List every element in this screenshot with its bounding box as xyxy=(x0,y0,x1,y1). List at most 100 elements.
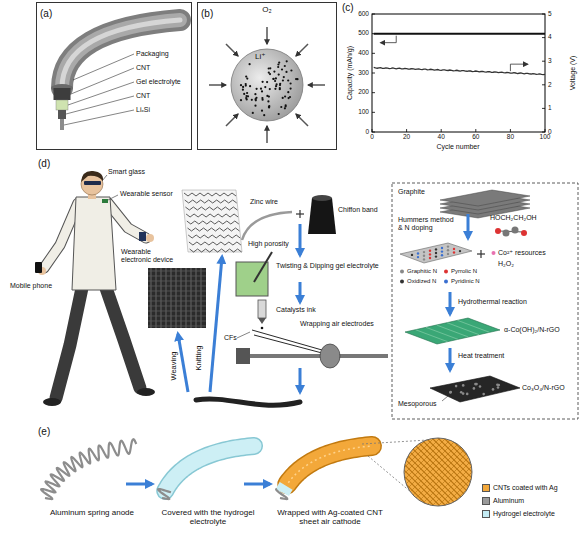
carbon-fiber xyxy=(252,330,322,350)
dopant-dot xyxy=(441,254,443,256)
tick-mark xyxy=(372,14,375,15)
part-label: Twisting & Dipping gel electrolyte xyxy=(276,262,384,270)
carbon-fiber xyxy=(254,335,322,353)
fiber-output xyxy=(196,399,300,405)
dopant-dot xyxy=(429,250,431,252)
oxygen-arrow xyxy=(266,126,268,143)
mesh-line xyxy=(444,432,524,512)
pore xyxy=(479,385,482,388)
axis-title: Capacity (mAh/g) xyxy=(346,46,354,100)
knit-row xyxy=(187,221,239,224)
lithium-dot xyxy=(290,69,292,71)
lithium-dot xyxy=(273,71,275,73)
mesh-line xyxy=(330,432,410,512)
lithium-dot xyxy=(246,92,248,94)
mesh-line xyxy=(456,432,536,512)
warp-thread xyxy=(171,268,172,328)
legend-label: Aluminum xyxy=(493,497,524,505)
spool-top xyxy=(312,195,332,201)
part-label: Wearable sensor xyxy=(120,190,173,198)
lithium-dot xyxy=(243,93,245,95)
torso xyxy=(72,197,116,290)
tick-label: 100 xyxy=(358,109,369,116)
lithium-dot xyxy=(275,85,277,87)
dropper-tip xyxy=(258,318,266,324)
leader-line xyxy=(71,68,134,94)
pore xyxy=(449,391,452,394)
leader-line xyxy=(442,396,448,401)
warp-thread xyxy=(151,268,152,328)
weft-thread xyxy=(148,286,206,287)
warp-thread xyxy=(201,268,202,328)
part-label: Weaving xyxy=(170,351,179,380)
mesh-line xyxy=(408,432,488,512)
dashed-frame xyxy=(392,183,578,419)
panel-box: (a) xyxy=(36,2,192,150)
plot-frame xyxy=(372,14,545,132)
lithium-dot xyxy=(282,97,284,99)
warp-thread xyxy=(161,268,162,328)
mesh-line xyxy=(444,432,524,512)
mesh-line xyxy=(420,432,500,512)
mesh-line xyxy=(360,432,440,512)
lithium-dot xyxy=(254,105,256,107)
mobile-phone xyxy=(35,262,42,273)
tick-mark xyxy=(372,132,375,133)
legend-swatch xyxy=(482,497,490,505)
process-arrow xyxy=(299,282,302,302)
shoe xyxy=(137,388,155,396)
mesh-line xyxy=(384,432,464,512)
leg xyxy=(106,288,140,388)
lithium-dot xyxy=(249,63,251,65)
lithium-dot xyxy=(284,95,286,97)
lithium-dot xyxy=(268,106,270,108)
part-label: Oxidized N xyxy=(407,278,436,285)
weft-thread xyxy=(148,281,206,282)
panel-letter: (c) xyxy=(342,2,354,14)
lithium-dot xyxy=(252,112,254,114)
lithium-dot xyxy=(282,79,284,81)
panel-box: (b) xyxy=(197,2,337,150)
tick-label: 0 xyxy=(370,134,374,141)
weft-thread xyxy=(148,326,206,327)
tick-label: 20 xyxy=(403,134,410,141)
lithium-dot xyxy=(262,81,264,83)
part-label: Graphitic N xyxy=(407,268,437,275)
mesh-line xyxy=(414,432,494,512)
panel-letter: (d) xyxy=(38,158,50,170)
smart-glasses xyxy=(84,181,101,185)
tick-label: 3 xyxy=(548,58,552,65)
lithium-dot xyxy=(274,80,276,82)
zinc-wire xyxy=(242,212,292,240)
cnt-layer xyxy=(58,110,66,119)
fiber-battery xyxy=(51,20,180,130)
part-label: Smart glass xyxy=(108,168,145,176)
part-label: Catalysts ink xyxy=(276,306,316,314)
lithium-dot xyxy=(278,113,280,115)
tick-mark xyxy=(372,53,375,54)
process-arrow xyxy=(449,292,452,314)
warp-thread xyxy=(181,268,182,328)
capacity-line xyxy=(374,33,545,35)
tick-mark xyxy=(542,132,545,133)
fabric-ground xyxy=(182,190,242,252)
part-label: LiₓSi xyxy=(136,106,150,114)
process-arrow xyxy=(244,483,270,486)
part-label: Heat treatment xyxy=(458,352,504,360)
winding-drum xyxy=(320,344,340,368)
legend-swatch xyxy=(482,510,490,518)
oxygen-arrow xyxy=(308,84,325,86)
mesh-line xyxy=(360,432,440,512)
legend-swatch xyxy=(482,484,490,492)
leader-line xyxy=(64,110,134,125)
lithium-dot xyxy=(281,68,283,70)
dopant-dot xyxy=(453,248,455,250)
mesh-line xyxy=(342,432,422,512)
part-label: Pyridinic N xyxy=(451,278,480,285)
dopant-dot xyxy=(447,245,449,247)
tick-mark xyxy=(510,129,511,132)
oxygen-arrow xyxy=(226,114,238,126)
person xyxy=(35,171,155,406)
process-arrow xyxy=(467,214,470,238)
graphene-sheet xyxy=(400,243,472,263)
